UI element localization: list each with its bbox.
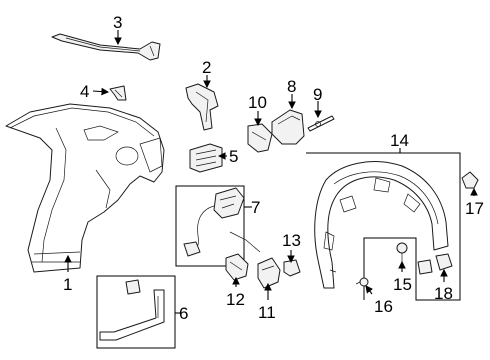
- callout-5: 5: [229, 147, 238, 166]
- callout-7: 7: [251, 198, 260, 217]
- part-9-rod: [307, 115, 335, 132]
- callout-4: 4: [80, 82, 89, 101]
- callout-16: 16: [374, 297, 393, 316]
- part-8-fuel-door: [271, 109, 305, 145]
- callout-12: 12: [226, 290, 245, 309]
- part-13-cover: [283, 259, 301, 277]
- callout-1: 1: [63, 275, 72, 294]
- part-3-upper-rail: [51, 33, 161, 61]
- part-11-lock-cable: [229, 231, 281, 289]
- callout-8: 8: [287, 77, 296, 96]
- part-2-hinge-bracket: [185, 83, 219, 131]
- callout-6: 6: [179, 304, 188, 323]
- callout-3: 3: [113, 13, 122, 32]
- leader-lines: [64, 30, 478, 314]
- callout-10: 10: [248, 93, 267, 112]
- callout-labels: 3 2 4 5 10 8 9 7 6 1 12 11 13 14 15 16 1…: [63, 13, 484, 323]
- part-1-quarter-panel: [5, 103, 165, 273]
- part-7-actuator: [183, 187, 245, 257]
- part-17-fastener: [461, 171, 479, 189]
- part-14-group-box: [306, 152, 461, 301]
- part-10-hinge: [247, 123, 273, 153]
- callout-18: 18: [434, 284, 453, 303]
- part-6-bracket: [99, 279, 165, 341]
- callout-2: 2: [202, 58, 211, 77]
- callout-15: 15: [393, 275, 412, 294]
- part-14-wheel-liner: [314, 161, 449, 289]
- part-4-bracket: [109, 85, 127, 101]
- part-5-module: [189, 143, 223, 173]
- part-12-connector: [225, 253, 249, 281]
- part-16-screw: [355, 277, 369, 287]
- callout-11: 11: [258, 303, 276, 322]
- callout-13: 13: [282, 231, 301, 250]
- part-7-group-box: [175, 185, 245, 267]
- part-18-nut: [417, 253, 453, 275]
- callout-14: 14: [390, 131, 409, 150]
- callout-9: 9: [313, 85, 322, 104]
- part-15-clip: [396, 242, 408, 262]
- part-6-group-box: [96, 275, 176, 349]
- callout-17: 17: [465, 199, 484, 218]
